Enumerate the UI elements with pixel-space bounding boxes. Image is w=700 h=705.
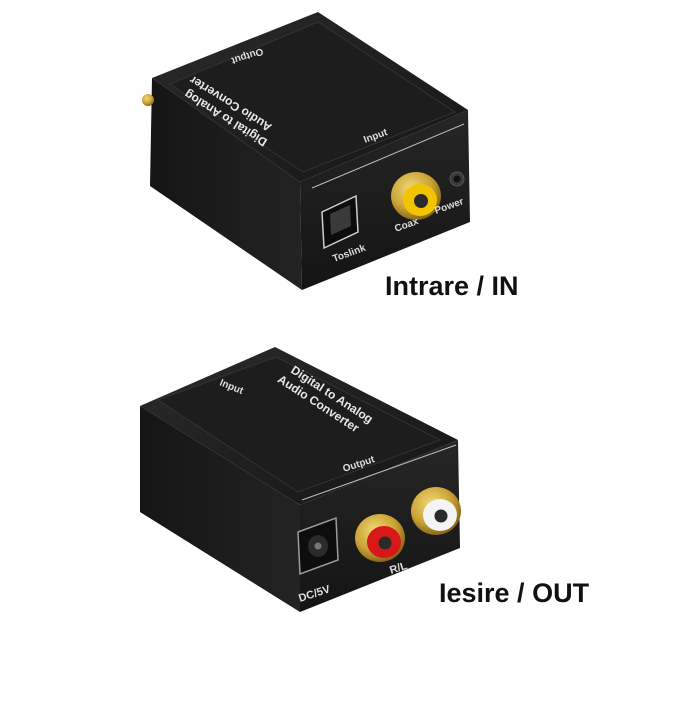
input-caption: Intrare / IN xyxy=(385,271,519,301)
device-left-side xyxy=(150,78,302,290)
front-panel-divider xyxy=(301,444,457,501)
device-left-side xyxy=(140,406,300,612)
power-led xyxy=(449,171,465,187)
converter-device-input-view: Digital to Analog Audio Converter Output… xyxy=(142,12,470,290)
toslink-port xyxy=(321,194,359,250)
device-lid xyxy=(168,21,457,173)
rca-left-output-jack xyxy=(411,487,461,535)
device-front-face xyxy=(300,110,470,290)
output-caption: Iesire / OUT xyxy=(439,578,590,608)
coax-input-jack xyxy=(391,172,441,220)
rl-label: R/L xyxy=(388,560,409,577)
front-panel-divider xyxy=(311,123,465,189)
converter-device-output-view: Digital to Analog Audio Converter Input … xyxy=(140,347,461,612)
rear-connector-nub xyxy=(142,94,154,106)
device-lid xyxy=(156,356,442,493)
rca-right-output-jack xyxy=(355,514,405,562)
dc-power-jack xyxy=(297,516,339,576)
